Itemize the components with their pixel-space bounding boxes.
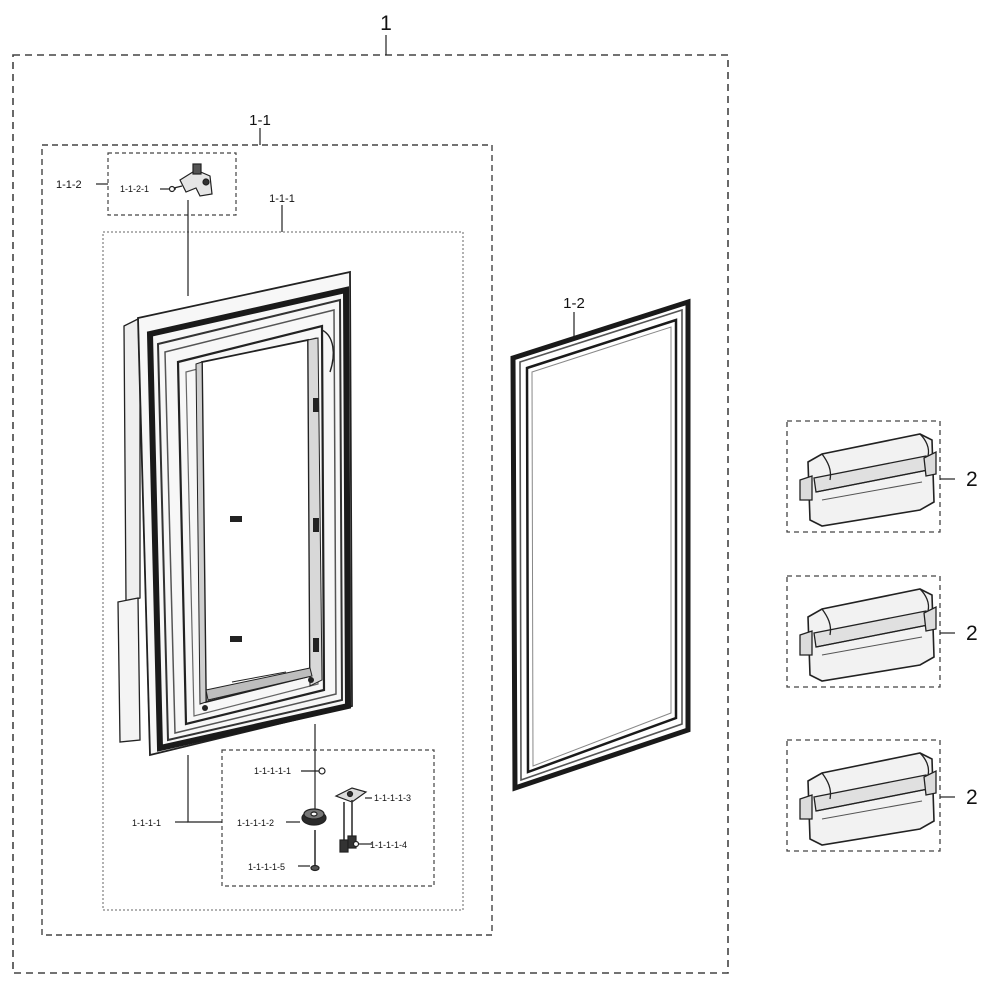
label-door-assembly: 1-1 — [249, 112, 271, 129]
label-gasket: 1-2 — [563, 295, 585, 312]
label-bottom-hinge-pin: 1-1-1-1-1 — [254, 766, 291, 776]
label-bottom-hinge-screw: 1-1-1-1-5 — [248, 862, 285, 872]
group-box-door-assembly — [41, 144, 493, 936]
group-box-bin-1 — [786, 420, 941, 533]
label-bin-3: 2 — [966, 786, 978, 809]
door-inner-panel — [117, 270, 353, 757]
group-box-door-foam — [102, 231, 464, 911]
door-gasket — [510, 298, 691, 792]
bottom-hinge-parts — [301, 767, 368, 872]
group-box-bottom-hinge — [221, 749, 435, 887]
door-bin-1 — [799, 433, 937, 527]
group-box-bin-3 — [786, 739, 941, 852]
label-hinge-group: 1-1-2 — [56, 179, 82, 191]
group-box-top-hinge — [107, 152, 237, 216]
top-hinge-part — [168, 163, 213, 197]
label-bottom-hinge-bracket: 1-1-1-1-3 — [374, 793, 411, 803]
label-bin-1: 2 — [966, 468, 978, 491]
door-bin-2 — [799, 588, 937, 682]
door-bin-3 — [799, 752, 937, 846]
label-bottom-hinge-screws: 1-1-1-1-4 — [370, 840, 407, 850]
label-assembly: 1 — [380, 12, 392, 35]
label-bottom-hinge-bushing: 1-1-1-1-2 — [237, 818, 274, 828]
label-bottom-hinge-group: 1-1-1-1 — [132, 818, 161, 828]
label-hinge-pin: 1-1-2-1 — [120, 184, 149, 194]
label-bin-2: 2 — [966, 622, 978, 645]
label-door-foam: 1-1-1 — [269, 193, 295, 205]
group-box-bin-2 — [786, 575, 941, 688]
